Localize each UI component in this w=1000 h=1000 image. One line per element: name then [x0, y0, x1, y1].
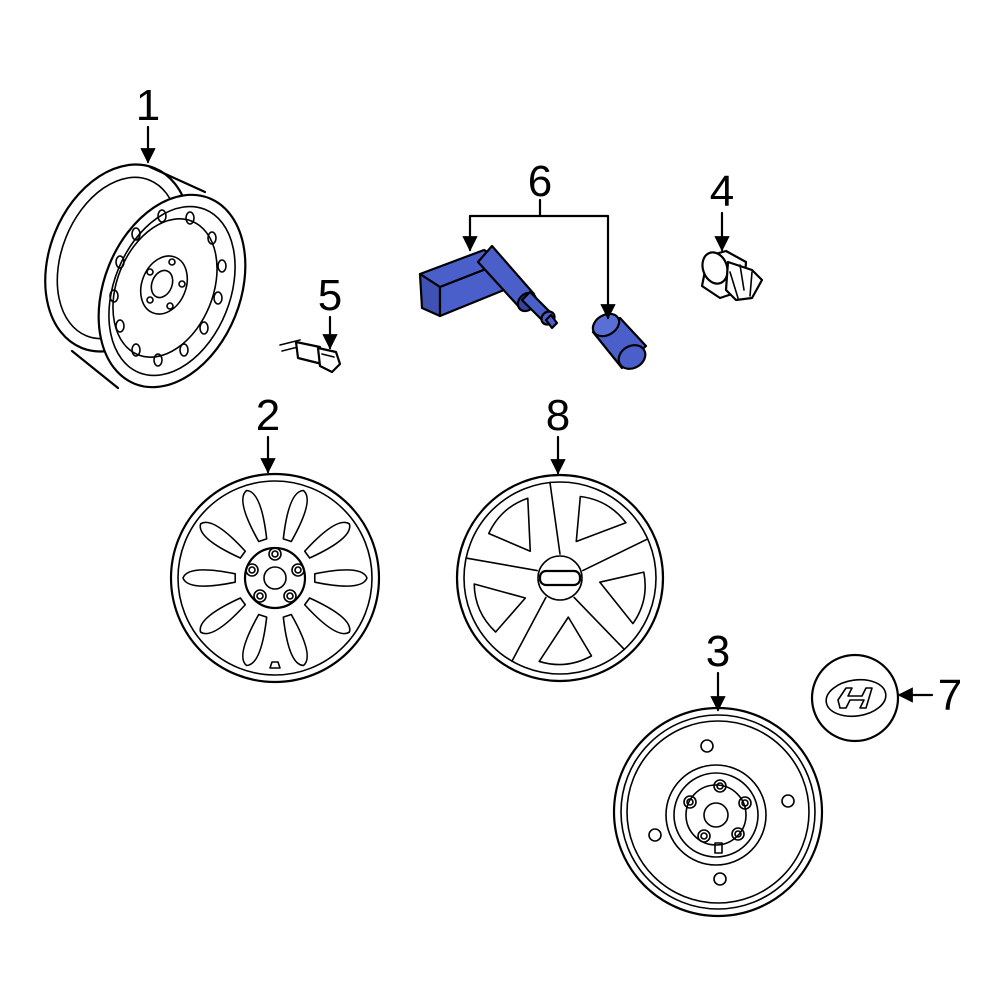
part-7-center-cap[interactable]	[810, 653, 900, 743]
part-3-spare-wheel[interactable]	[612, 706, 824, 918]
alloy-spoke-opening	[282, 489, 308, 543]
cover-spoke-edge	[465, 557, 538, 572]
callout-numbers: 1 2 3 4 5 6 7 8	[136, 81, 962, 720]
callout-6: 6	[528, 157, 552, 206]
cover-window	[538, 616, 593, 666]
alloy-spoke-opening	[303, 521, 351, 559]
alloy-spoke-opening	[182, 569, 237, 587]
cover-spoke-edge	[573, 596, 626, 651]
cover-window	[473, 583, 527, 633]
cover-window	[487, 497, 532, 553]
cover-window	[598, 571, 646, 625]
alloy-spoke-opening	[303, 597, 351, 635]
callout-1: 1	[136, 81, 160, 130]
cover-spoke-edge	[511, 596, 547, 662]
leader-lines	[140, 125, 934, 712]
part-1-steel-wheel[interactable]	[19, 143, 273, 410]
cover-spoke-edge	[549, 481, 561, 555]
callout-2: 2	[256, 391, 280, 440]
alloy-spoke-opening	[313, 569, 368, 587]
alloy-spoke-opening	[242, 489, 268, 543]
callout-3: 3	[706, 627, 730, 676]
cover-spoke-edge	[582, 538, 649, 572]
cover-window	[575, 495, 627, 543]
part-8-wheel-cover[interactable]	[455, 473, 665, 683]
part-2-alloy-wheel[interactable]	[169, 472, 381, 684]
callout-8: 8	[546, 391, 570, 440]
part-4-lug-nut[interactable]	[698, 249, 764, 302]
callout-4: 4	[710, 167, 734, 216]
alloy-spoke-opening	[199, 521, 247, 559]
part-6-tpms-sensor[interactable]	[418, 244, 650, 374]
part-5-valve-stem[interactable]	[279, 339, 342, 374]
bracket-6	[468, 198, 610, 218]
alloy-spoke-opening	[282, 613, 308, 667]
callout-7: 7	[938, 671, 962, 720]
alloy-spoke-opening	[242, 613, 268, 667]
alloy-spoke-opening	[199, 597, 247, 635]
callout-5: 5	[318, 271, 342, 320]
